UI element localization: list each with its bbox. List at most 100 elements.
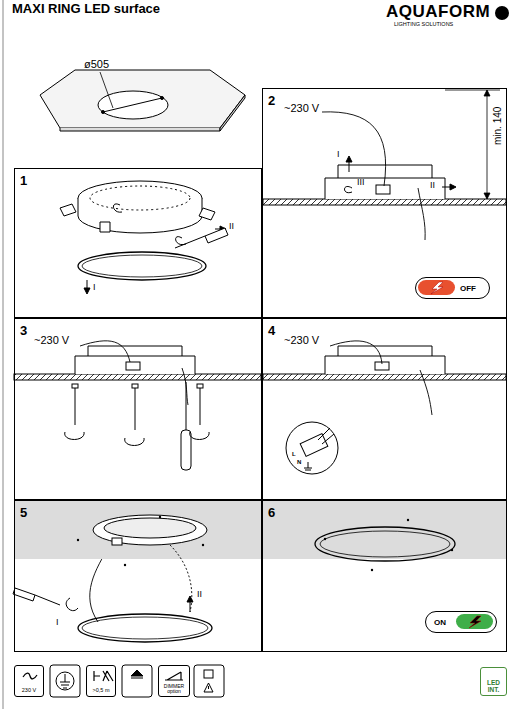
icon-caption: LED INT. — [486, 679, 502, 693]
step-panel: 4 — [262, 318, 507, 500]
ceiling-plate — [161, 97, 164, 100]
housing-ring — [60, 181, 215, 233]
symbol-icon — [63, 688, 67, 689]
symbol-icon — [204, 683, 213, 692]
terminal-inset — [305, 470, 311, 471]
diffuser-ring — [78, 252, 206, 280]
ceiling-mark — [407, 519, 409, 521]
housing — [75, 346, 195, 374]
ceiling-mark — [77, 539, 79, 541]
terminal-inset — [286, 422, 338, 474]
arrows — [346, 156, 352, 162]
ceiling-band — [263, 501, 506, 559]
symbol-icon — [50, 665, 80, 697]
terminal-inset — [304, 468, 312, 469]
switch-graphic — [416, 278, 490, 299]
symbol-icon — [204, 670, 213, 678]
screwdriver — [13, 588, 35, 601]
diffuser-ring — [315, 527, 455, 561]
mains-wire — [322, 112, 386, 186]
screwdriver — [186, 382, 187, 430]
housing-ring — [78, 198, 202, 233]
symbol-icon — [131, 670, 143, 676]
step-number: 5 — [15, 501, 32, 524]
ceiling-plate — [40, 70, 245, 128]
step-number: 3 — [15, 319, 32, 342]
diffuser-ring — [78, 614, 212, 642]
step-number: 1 — [15, 169, 32, 192]
switch-label: ON — [434, 618, 446, 627]
ceiling-mark — [451, 549, 453, 551]
symbol-icon — [208, 686, 209, 689]
terminal-label: N — [297, 459, 301, 466]
brand-tagline: LIGHTING SOLUTIONS — [394, 21, 453, 27]
brand-name: AQUAFORM — [386, 3, 490, 22]
screw — [65, 384, 209, 446]
step-mark: II — [229, 222, 234, 232]
housing-ring — [112, 538, 122, 545]
led-icon: LED INT. — [480, 667, 507, 696]
voltage-label: ~230 V — [34, 334, 69, 346]
voltage-label: ~230 V — [284, 102, 319, 114]
step-mark: III — [357, 178, 365, 188]
step-number: 4 — [263, 319, 280, 342]
arrows — [187, 596, 193, 602]
ceiling-section — [14, 199, 506, 380]
page-frame — [3, 0, 4, 709]
housing-ring — [93, 515, 207, 545]
housing — [325, 165, 445, 199]
symbol-icon — [122, 665, 152, 697]
arrows — [66, 598, 78, 611]
arrows — [66, 596, 193, 612]
ceiling-mark — [77, 516, 453, 571]
screw — [200, 388, 201, 425]
housing-ring — [90, 186, 190, 210]
title: MAXI RING LED surface — [12, 2, 160, 16]
switch-off: OFF — [415, 277, 490, 299]
mains-wire — [330, 341, 382, 364]
symbol-stroke — [23, 673, 37, 679]
symbol-stroke — [165, 672, 183, 680]
voltage-label: ~230 V — [284, 334, 319, 346]
symbol-icon — [50, 665, 224, 697]
symbol-icon — [194, 665, 224, 697]
mains-wire — [182, 368, 188, 405]
diffuser-ring — [320, 531, 450, 557]
symbol-icon — [131, 678, 143, 679]
arrows — [176, 237, 186, 245]
screw — [125, 438, 144, 446]
housing — [338, 356, 432, 357]
ceiling-mark — [324, 538, 326, 540]
mains-wire — [420, 370, 432, 415]
screwdriver — [35, 595, 60, 605]
screw — [65, 432, 84, 440]
dimension-line — [484, 193, 490, 199]
ceiling-section — [14, 374, 261, 380]
dimension: min. 140 — [492, 107, 503, 145]
dimension-line — [487, 90, 488, 199]
step-panel: 2OFF — [262, 88, 507, 318]
icon-caption: 230 V — [22, 688, 36, 694]
screw — [75, 388, 76, 425]
arrows — [200, 156, 456, 388]
screw — [190, 432, 209, 440]
symbol-icon — [60, 682, 70, 683]
screwdriver — [175, 236, 205, 248]
screw — [197, 384, 203, 388]
ceiling-mark — [371, 569, 373, 571]
lightning-symbol — [469, 616, 481, 628]
arrows — [84, 204, 226, 294]
housing-ring — [93, 515, 207, 545]
terminal-inset — [300, 434, 328, 457]
ceiling-plate — [60, 128, 220, 131]
diffuser-ring — [82, 255, 202, 277]
terminal-inset — [308, 462, 309, 468]
ceiling-mark — [124, 564, 126, 566]
icon-caption: DIMMER option — [161, 684, 187, 695]
arrows — [84, 288, 90, 294]
step-mark: II — [430, 181, 435, 191]
screw — [132, 384, 138, 388]
symbol-icon: 230 V — [14, 665, 44, 697]
symbol-icon — [65, 674, 66, 682]
